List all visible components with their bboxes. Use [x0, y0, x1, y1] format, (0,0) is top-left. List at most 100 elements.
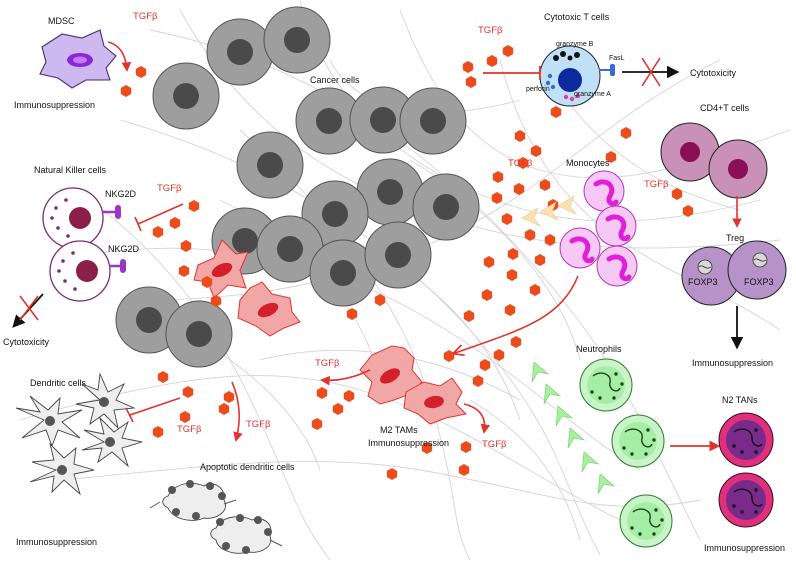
tgfb-molecule: [524, 229, 536, 241]
mdsc-immunosuppression-label: Immunosuppression: [14, 100, 95, 110]
tgfb-molecule: [550, 106, 562, 118]
t-cytotoxicity-label: Cytotoxicity: [690, 68, 737, 78]
tgfb-molecule: [605, 151, 617, 163]
foxp3-right-label: FOXP3: [744, 277, 774, 287]
tam-cell: [193, 239, 249, 299]
cancer-cell: [356, 158, 424, 226]
nk-tgfb-label: TGFβ: [157, 183, 182, 194]
nk-cell: [49, 240, 126, 302]
n2-tan: [718, 412, 774, 468]
apoptotic-tgfb-arrow: [231, 381, 243, 442]
dendritic-cell: [81, 416, 143, 468]
mdsc-tgfb-arrow: [107, 41, 132, 72]
cancer-cell: [206, 18, 274, 86]
tgfb-molecule: [534, 254, 546, 266]
tgfb-molecule: [458, 464, 470, 476]
tgfb-molecule: [178, 265, 190, 277]
tgfb-molecule: [346, 308, 358, 320]
apoptotic-tgfb-label: TGFβ: [246, 419, 271, 430]
tgfb-molecule: [460, 441, 472, 453]
mdsc-cell: [39, 29, 117, 89]
nk-cytotoxicity-label: Cytotoxicity: [3, 337, 50, 347]
cancer-cell: [309, 239, 377, 307]
tgfb-molecule: [386, 468, 398, 480]
dendritic-cells: [15, 372, 143, 496]
tgfb-molecule: [486, 55, 498, 67]
cd4-tgfb-label: TGFβ: [644, 179, 669, 190]
dc-inhibition-bar: [125, 407, 134, 423]
t-cell-tgfb-label: TGFβ: [478, 25, 503, 36]
n2-tan: [718, 472, 774, 528]
tgfb-molecule: [182, 386, 194, 398]
neutrophil-cells: [579, 358, 673, 548]
mdsc-label: MDSC: [48, 16, 75, 26]
treg-immunosuppression-label: Immunosuppression: [692, 358, 773, 368]
nkg2d-top-label: NKG2D: [105, 189, 137, 199]
tgfb-molecule: [374, 294, 386, 306]
treg-cells: [681, 240, 787, 306]
cancer-cell: [152, 62, 220, 130]
neutrophil: [619, 494, 673, 548]
n2-tan-cells: [718, 412, 774, 528]
tgfb-molecule: [311, 418, 323, 430]
tgfb-molecule: [492, 171, 504, 183]
tgfb-molecule: [529, 284, 541, 296]
cytotoxic-t-cell: [539, 45, 615, 107]
cancer-cell: [295, 87, 363, 155]
cancer-cell: [165, 300, 233, 368]
tgfb-molecule: [483, 256, 495, 268]
cd4-t-cells-label: CD4+T cells: [700, 103, 750, 113]
dendritic-cell: [15, 395, 83, 448]
tgfb-molecule: [188, 200, 200, 212]
m2-immunosuppression-label: Immunosuppression: [368, 438, 449, 448]
cancer-cell: [236, 131, 304, 199]
tgfb-molecule: [210, 295, 222, 307]
tgfb-molecule: [179, 411, 191, 423]
n2-tans-label: N2 TANs: [722, 395, 758, 405]
tgfb-molecule: [443, 350, 455, 362]
cancer-cell-cluster: [115, 6, 480, 368]
tgfb-molecule: [539, 179, 551, 191]
tgfb-molecule: [481, 289, 493, 301]
neutrophil-migration-chevrons: [531, 361, 616, 495]
neutrophil: [579, 358, 633, 412]
tgfb-molecule: [152, 226, 164, 238]
granzyme-b-label: granzyme B: [556, 41, 594, 48]
tgfb-molecule: [223, 391, 235, 403]
cancer-cell: [256, 215, 324, 283]
tgfb-molecule: [180, 240, 192, 252]
tgfb-molecule: [218, 403, 230, 415]
cancer-cell: [412, 173, 480, 241]
apoptotic-dendritic-cells: [149, 480, 283, 554]
tgfb-molecule: [463, 310, 475, 322]
cancer-cells-label: Cancer cells: [310, 75, 360, 85]
m2-tam: [403, 377, 468, 425]
tgfb-molecule: [120, 85, 132, 97]
monocytes-tgfb-label: TGFβ: [508, 158, 533, 169]
tgfb-molecule: [544, 234, 556, 246]
apoptotic-dc-label: Apoptotic dendritic cells: [200, 462, 295, 472]
tgfb-molecule: [152, 426, 164, 438]
tgfb-molecule: [491, 192, 503, 204]
apoptotic-dc: [149, 480, 237, 521]
perforin-label: perforin: [526, 86, 550, 93]
dendritic-cells-label: Dendritic cells: [30, 378, 87, 388]
m2-right-tgfb-arrow: [463, 403, 491, 434]
tgfb-molecule: [316, 387, 328, 399]
nk-cells-label: Natural Killer cells: [34, 165, 107, 175]
cytotoxic-t-cells-label: Cytotoxic T cells: [544, 12, 610, 22]
dc-tgfb-label: TGFβ: [177, 424, 202, 435]
tgfb-molecule: [513, 183, 525, 195]
mdsc-tgfb-label: TGFβ: [133, 11, 158, 22]
tgfb-molecule: [507, 248, 519, 260]
tgfb-molecule: [421, 442, 433, 454]
tgfb-molecule: [332, 403, 344, 415]
tgfb-molecule: [671, 188, 683, 200]
nkg2d-bottom-label: NKG2D: [108, 244, 140, 254]
tgfb-molecule: [506, 269, 518, 281]
dendritic-cell: [29, 442, 95, 496]
monocyte-cells: [559, 170, 638, 287]
m2-left-tgfb-label: TGFβ: [315, 358, 340, 369]
cancer-cell: [364, 221, 432, 289]
